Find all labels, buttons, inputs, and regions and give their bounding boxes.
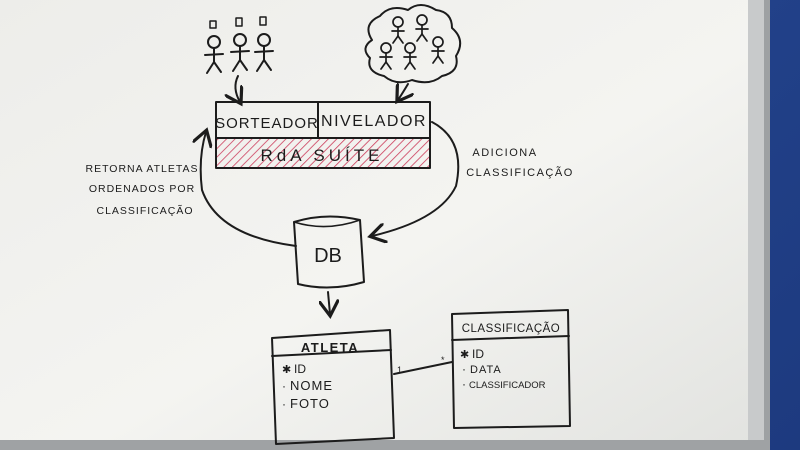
- classificacao-field-id: ID: [472, 347, 484, 361]
- classificacao-field-marker-id: ✱: [460, 349, 469, 361]
- classificacao-field-data: DATA: [470, 364, 502, 376]
- svg-text:*: *: [441, 355, 445, 365]
- entity-classificacao: CLASSIFICAÇÃO ✱ ID · DATA · CLASSIFICADO…: [451, 309, 571, 429]
- return-arrow: [201, 132, 297, 247]
- atleta-title: ATLETA: [301, 340, 359, 355]
- whiteboard: [0, 0, 770, 450]
- relationship-line: 1 *: [393, 355, 453, 375]
- nivelador-label: NIVELADOR: [321, 113, 427, 130]
- add-arrow: [372, 121, 460, 236]
- atleta-field-nome: NOME: [290, 378, 333, 393]
- suite-block: SORTEADOR NIVELADOR RdA SUÍTE: [215, 101, 431, 169]
- suite-label: RdA SUÍTE: [261, 146, 384, 165]
- svg-text:1: 1: [397, 365, 402, 375]
- sorteador-label: SORTEADOR: [215, 115, 319, 132]
- classificacao-field-marker-classificador: ·: [462, 377, 466, 391]
- right-note-line-2: CLASSIFICAÇÃO: [466, 166, 574, 179]
- classificacao-field-marker-data: ·: [462, 362, 466, 376]
- crowd-cloud: [364, 4, 462, 100]
- stick-figures-group: [204, 16, 274, 102]
- atleta-field-marker-id: ✱: [282, 364, 291, 376]
- atleta-field-foto: FOTO: [290, 396, 330, 411]
- classificacao-field-classificador: CLASSIFICADOR: [469, 380, 546, 391]
- db-label: DB: [314, 245, 342, 267]
- entity-atleta: ATLETA ✱ ID · NOME · FOTO: [271, 329, 395, 445]
- atleta-field-marker-foto: ·: [282, 397, 286, 411]
- left-note-line-3: CLASSIFICAÇÃO: [96, 204, 193, 217]
- right-note-line-1: ADICIONA: [472, 147, 537, 159]
- atleta-field-marker-nome: ·: [282, 379, 286, 393]
- left-note-line-1: RETORNA ATLETAS: [85, 163, 198, 175]
- atleta-field-id: ID: [294, 362, 306, 376]
- left-note-line-2: ORDENADOS POR: [89, 183, 195, 195]
- classificacao-title: CLASSIFICAÇÃO: [462, 322, 561, 335]
- db-block: DB: [293, 215, 365, 314]
